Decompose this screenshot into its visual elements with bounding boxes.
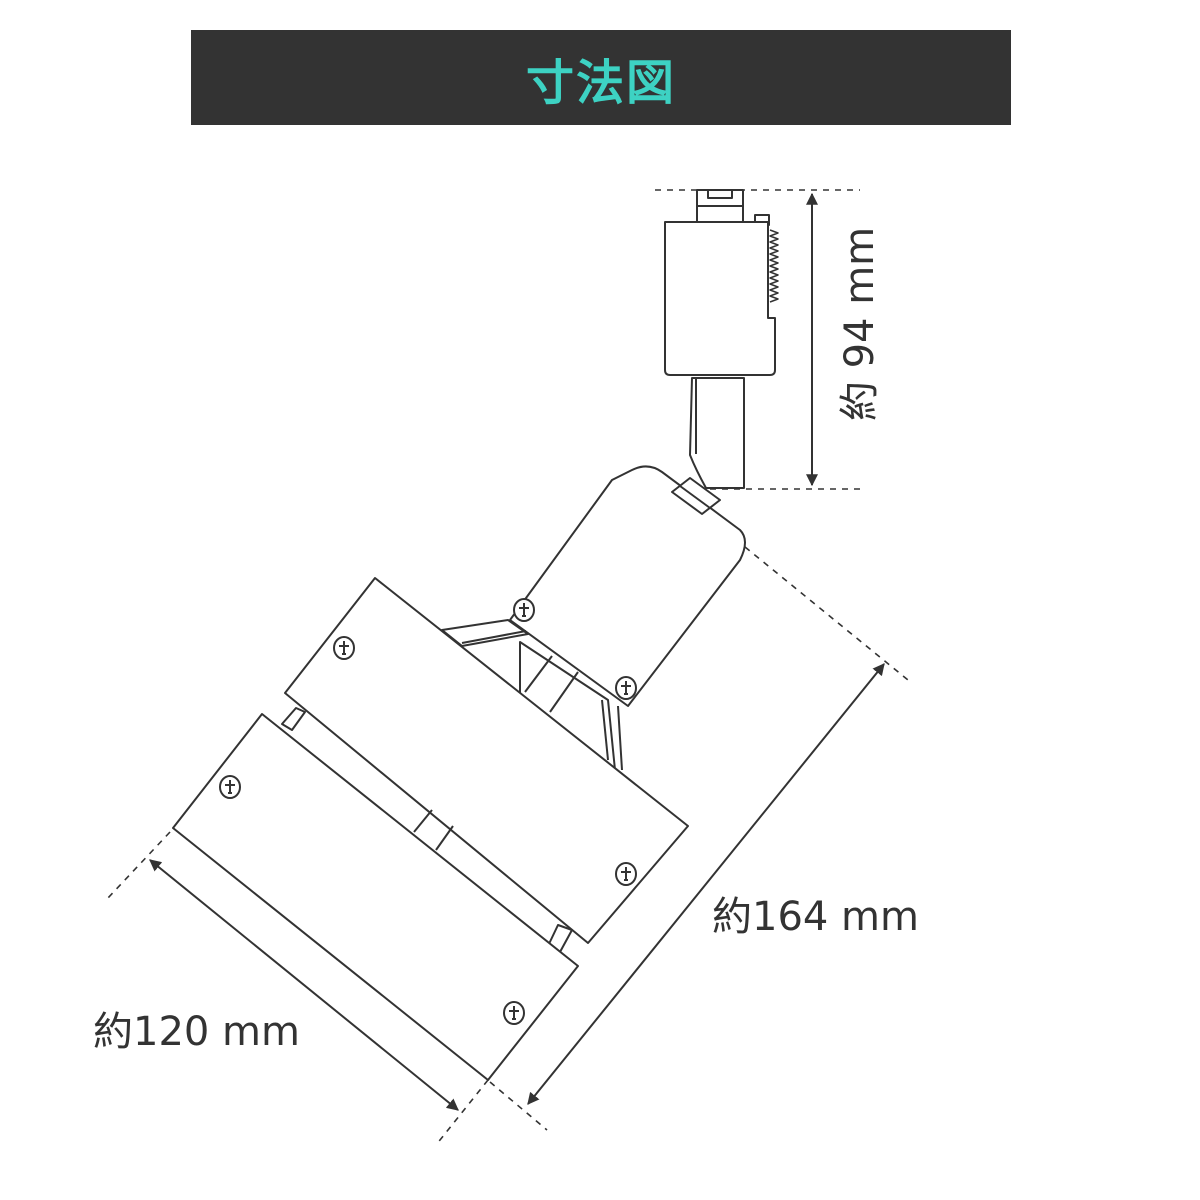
page-title: 寸法図: [525, 54, 676, 111]
header-bar: 寸法図: [191, 30, 1011, 125]
screw-icon: [513, 598, 535, 622]
dimension-94mm: [655, 189, 860, 490]
screw-icon: [615, 676, 637, 700]
dimension-164mm: [489, 546, 909, 1131]
screw-icon: [503, 1001, 525, 1025]
screw-icon: [219, 775, 241, 799]
screw-icon: [615, 862, 637, 886]
dimension-120mm: [107, 831, 489, 1146]
track-adapter: [664, 189, 779, 489]
dimension-label-length: 約164 mm: [712, 894, 919, 940]
lamp-neck: [509, 465, 746, 707]
dimension-label-width: 約120 mm: [93, 1009, 300, 1055]
dimension-label-height: 約 94 mm: [837, 226, 883, 422]
screw-icon: [333, 636, 355, 660]
